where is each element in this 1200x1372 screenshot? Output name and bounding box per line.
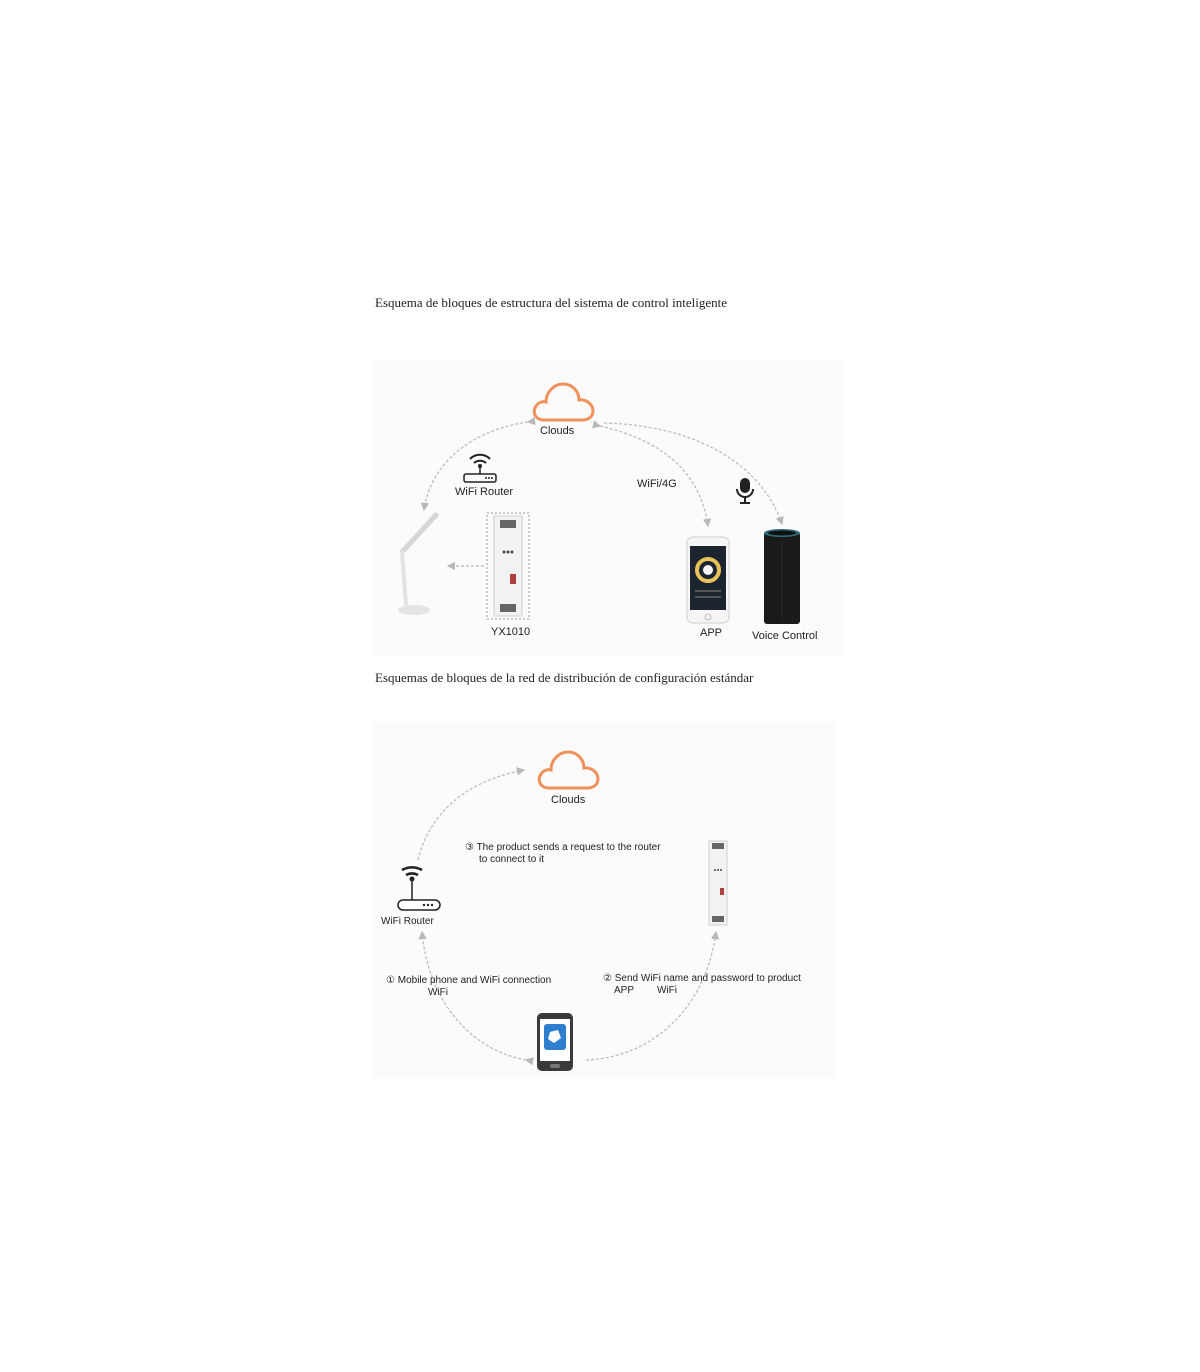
diagram2-clouds-label: Clouds xyxy=(551,794,586,806)
arrow-cloud-lamp xyxy=(420,416,536,512)
microphone-icon xyxy=(736,478,754,504)
arrow-phone-router xyxy=(418,930,534,1066)
diagram1-app-label: APP xyxy=(700,627,723,639)
arrow-cloud-voice xyxy=(603,422,784,526)
caption-system-structure: Esquema de bloques de estructura del sis… xyxy=(375,295,727,310)
diagram1-clouds-label: Clouds xyxy=(540,425,575,437)
cloud-icon xyxy=(537,750,600,790)
step2-label-wifi: WiFi xyxy=(657,985,677,996)
smartphone-app-icon xyxy=(686,536,730,624)
mobile-phone-icon xyxy=(537,1013,573,1071)
product-device-icon xyxy=(708,840,728,926)
arrow-phone-product xyxy=(585,930,720,1061)
diagram1-device-label: YX1010 xyxy=(491,626,531,638)
step1-label-line2: WiFi xyxy=(428,987,448,998)
arrow-router-cloud xyxy=(417,767,526,861)
diagram2-wifi-router-label: WiFi Router xyxy=(381,916,434,927)
diagram1-voice-control-label: Voice Control xyxy=(752,630,818,642)
step2-label-line1: ② Send WiFi name and password to product xyxy=(603,973,801,984)
wifi-router-icon xyxy=(397,866,441,911)
diagram1-link-label: WiFi/4G xyxy=(637,478,677,490)
desk-lamp-icon xyxy=(398,512,439,615)
diagram1-wifi-router-label: WiFi Router xyxy=(455,486,514,498)
wifi-router-icon xyxy=(463,453,497,483)
step1-label-line1: ① Mobile phone and WiFi connection xyxy=(386,975,552,986)
smart-speaker-icon xyxy=(764,529,800,624)
step3-label-line2: to connect to it xyxy=(479,854,545,865)
arrow-cloud-app xyxy=(592,420,712,528)
caption-network-config: Esquemas de bloques de la red de distrib… xyxy=(375,670,754,685)
cloud-icon xyxy=(532,382,595,422)
step2-label-app: APP xyxy=(614,985,635,996)
step3-label-line1: ③ The product sends a request to the rou… xyxy=(465,842,661,853)
yx1010-device-icon xyxy=(486,512,530,620)
